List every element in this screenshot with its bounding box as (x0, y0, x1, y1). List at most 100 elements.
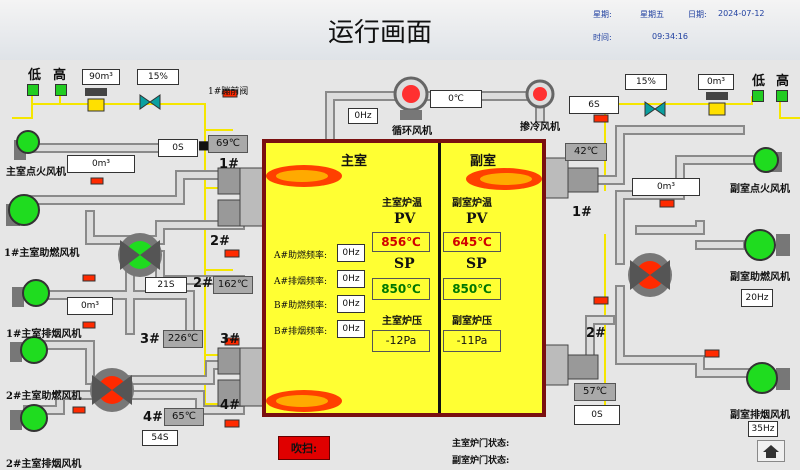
right-valve-percent[interactable]: 15% (625, 74, 667, 90)
exhaust-fan-2-label: 2#主室排烟风机 (6, 459, 82, 470)
burner-4-label: 4# (220, 398, 240, 413)
sub-pv-value: 645℃ (443, 232, 501, 252)
sub-burner-2-temp: 57℃ (574, 383, 616, 401)
main-door-status-label: 主室炉门状态: (452, 439, 510, 449)
flame-icon (266, 390, 342, 412)
sub-temp-label: 副室炉温 (452, 198, 492, 209)
left-timer-mid: 21S (145, 277, 187, 293)
combust-fan-2-label: 2#主室助燃风机 (6, 391, 82, 402)
main-chamber-title: 主室 (341, 154, 368, 169)
sub-burner-2-label: 2# (586, 326, 606, 341)
burner-3-label: 3# (220, 332, 240, 347)
main-ignition-flow: 0m³ (67, 155, 135, 173)
left-fans (6, 130, 50, 432)
mix-fan-label: 掺冷风机 (520, 122, 560, 133)
sub-combust-fan-label: 副室助燃风机 (730, 272, 790, 283)
burner-3-temp: 226℃ (163, 330, 203, 348)
circ-fan-hz: 0Hz (348, 108, 378, 124)
left-timer-bottom: 54S (142, 430, 178, 446)
main-burners (217, 167, 265, 407)
burner-1-marker: ■ (198, 138, 210, 152)
left-level-high-label: 高 (53, 68, 67, 83)
right-level-high-indicator (776, 90, 788, 102)
burner-2-temp: 162℃ (213, 276, 253, 294)
pre-valve-label: 1#蹦前阀 (208, 87, 249, 97)
right-level-high-label: 高 (776, 74, 790, 89)
gas-valves (85, 88, 728, 117)
burner-2-side-label: 2# (193, 276, 213, 291)
left-level-high-indicator (55, 84, 67, 96)
main-sp-label: SP (394, 256, 415, 272)
sub-chamber-title: 副室 (470, 154, 497, 169)
main-pv-value: 856℃ (372, 232, 430, 252)
main-pv-label: PV (394, 211, 416, 227)
left-flow-mid: 0m³ (67, 297, 113, 315)
left-mix-valves (90, 233, 162, 412)
freq-value-b-combust: 0Hz (337, 295, 365, 313)
sub-sp-value[interactable]: 850℃ (443, 278, 501, 300)
main-sp-value[interactable]: 850℃ (372, 278, 430, 300)
left-level-low-indicator (27, 84, 39, 96)
burner-2-label: 2# (210, 234, 230, 249)
circ-fan-label: 循环风机 (392, 126, 432, 137)
date-value: 2024-07-12 (718, 9, 765, 18)
freq-label-a-exhaust: A#排烟频率: (274, 277, 328, 287)
main-press-value: -12Pa (372, 330, 430, 352)
sub-ignition-flow: 0m³ (632, 178, 700, 196)
burner-4-temp: 65℃ (164, 408, 204, 426)
sub-press-label: 副室炉压 (452, 316, 492, 327)
main-press-label: 主室炉压 (382, 316, 422, 327)
freq-label-b-combust: B#助燃频率: (274, 301, 328, 311)
header-bar (0, 0, 800, 60)
week-value: 星期五 (640, 10, 664, 19)
right-gas-flow: 0m³ (698, 74, 734, 90)
right-timer-bottom: 0S (574, 405, 620, 425)
sub-door-status-label: 副室炉门状态: (452, 456, 510, 466)
sub-combust-hz: 20Hz (741, 289, 773, 307)
right-mix-valve (628, 253, 672, 297)
page-title: 运行画面 (327, 18, 432, 48)
flame-icon (466, 168, 542, 190)
home-button[interactable] (757, 440, 785, 462)
left-gas-flow: 90m³ (82, 69, 120, 85)
date-label: 日期: (688, 10, 707, 19)
small-valves (72, 89, 720, 428)
right-fans (744, 147, 790, 394)
sub-ignition-fan-label: 副室点火风机 (730, 184, 790, 195)
week-label: 星期: (593, 10, 612, 19)
sub-exhaust-hz: 35Hz (748, 421, 778, 437)
purge-status[interactable]: 吹扫: (278, 436, 330, 460)
combust-fan-1-label: 1#主室助燃风机 (4, 248, 80, 259)
freq-value-b-exhaust: 0Hz (337, 320, 365, 338)
exhaust-fan-1-label: 1#主室排烟风机 (6, 329, 82, 340)
burner-3-side-label: 3# (140, 332, 160, 347)
main-temp-label: 主室炉温 (382, 198, 422, 209)
left-level-low-label: 低 (28, 68, 42, 83)
sub-press-value: -11Pa (443, 330, 501, 352)
sub-exhaust-fan-label: 副室排烟风机 (730, 410, 790, 421)
sub-pv-label: PV (466, 211, 488, 227)
time-value: 09:34:16 (652, 32, 688, 41)
circ-temp: 0℃ (430, 90, 482, 108)
burner-1-label: 1# (219, 157, 239, 172)
freq-value-a-exhaust: 0Hz (337, 270, 365, 288)
right-timer-top: 6S (569, 96, 619, 114)
sub-burner-1-label: 1# (572, 205, 592, 220)
burner-1-temp: 69℃ (208, 135, 248, 153)
sub-burner-1-temp: 42℃ (565, 143, 607, 161)
flame-icon (266, 165, 342, 187)
sub-sp-label: SP (466, 256, 487, 272)
freq-label-a-combust: A#助燃频率: (274, 251, 328, 261)
freq-value-a-combust: 0Hz (337, 244, 365, 262)
circulation-fans (393, 76, 555, 120)
main-ignition-fan-label: 主室点火风机 (6, 167, 66, 178)
burner-4-side-label: 4# (143, 410, 163, 425)
home-icon (763, 445, 779, 458)
freq-label-b-exhaust: B#排烟频率: (274, 327, 328, 337)
right-level-low-label: 低 (752, 74, 766, 89)
time-label: 时间: (593, 33, 612, 42)
right-level-low-indicator (752, 90, 764, 102)
left-timer-top: 0S (158, 139, 198, 157)
left-valve-percent[interactable]: 15% (137, 69, 179, 85)
